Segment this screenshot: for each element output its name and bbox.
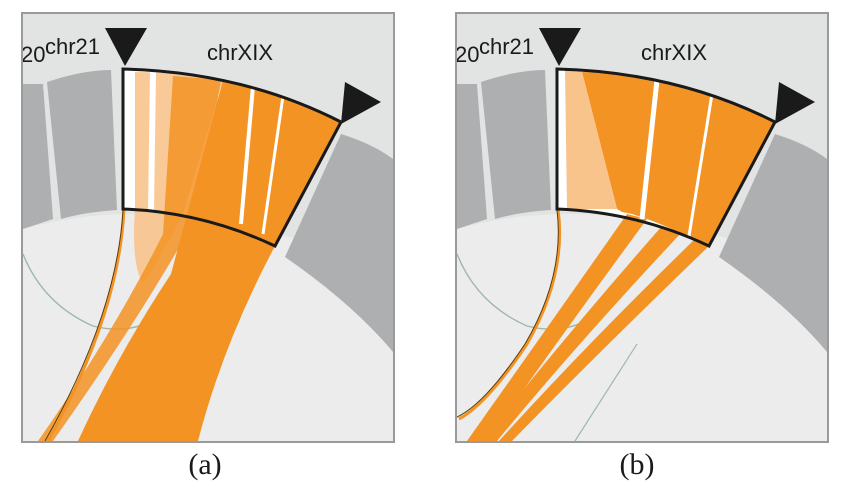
chromosome-segment-chr21 — [47, 70, 117, 219]
chromosome-segment-chr21 — [481, 70, 551, 219]
chromosome-segment-left — [457, 84, 487, 229]
inner-disc — [457, 214, 827, 441]
link-ribbon-2 — [482, 226, 682, 441]
link-thin-left-dark — [457, 209, 559, 418]
link-ribbon-1 — [467, 214, 647, 441]
chr-label-chr21: chr21 — [479, 34, 534, 59]
background-arc — [457, 253, 598, 330]
chromosome-segment-right — [285, 134, 393, 352]
link-bundle-a — [38, 71, 341, 441]
link-band-mid — [38, 76, 221, 441]
panel-b: 20 chr21 chrXIX — [455, 12, 829, 443]
chrXIX-highlight-outline — [555, 67, 778, 248]
link-bundle-b — [457, 70, 775, 441]
link-block-light — [565, 70, 617, 209]
marker-triangle-right — [341, 82, 381, 124]
white-gap-3 — [148, 71, 156, 211]
white-gap-2 — [687, 93, 714, 237]
white-gap-1 — [639, 79, 660, 220]
link-band-main — [78, 80, 341, 441]
chr-label-chrXIX: chrXIX — [641, 40, 707, 65]
background-link-line — [574, 343, 638, 441]
marker-triangle-left — [539, 28, 581, 66]
chr-label-chrXIX: chrXIX — [207, 40, 273, 65]
caption-b: (b) — [619, 448, 655, 481]
chr-label-partial: 20 — [457, 42, 479, 67]
chromosome-segment-right — [719, 134, 827, 352]
white-gap-1 — [239, 85, 255, 225]
circos-view-a: 20 chr21 chrXIX — [23, 28, 393, 441]
marker-triangle-left — [105, 28, 147, 66]
link-thin-left-dark — [44, 209, 124, 441]
white-gap-2 — [261, 95, 285, 235]
chromosome-segment-left — [23, 84, 53, 229]
link-thin-left — [46, 208, 126, 441]
link-ribbon-3 — [499, 239, 709, 441]
panel-a: 20 chr21 chrXIX — [21, 12, 395, 443]
link-thin-left — [458, 208, 562, 421]
marker-triangle-right — [775, 82, 815, 124]
chr-label-partial: 20 — [23, 42, 45, 67]
link-block-top — [582, 72, 775, 246]
caption-a: (a) — [188, 448, 222, 481]
chrXIX-highlight-outline — [121, 67, 344, 248]
circos-view-b: 20 chr21 chrXIX — [457, 28, 827, 441]
chr-label-chr21: chr21 — [45, 34, 100, 59]
